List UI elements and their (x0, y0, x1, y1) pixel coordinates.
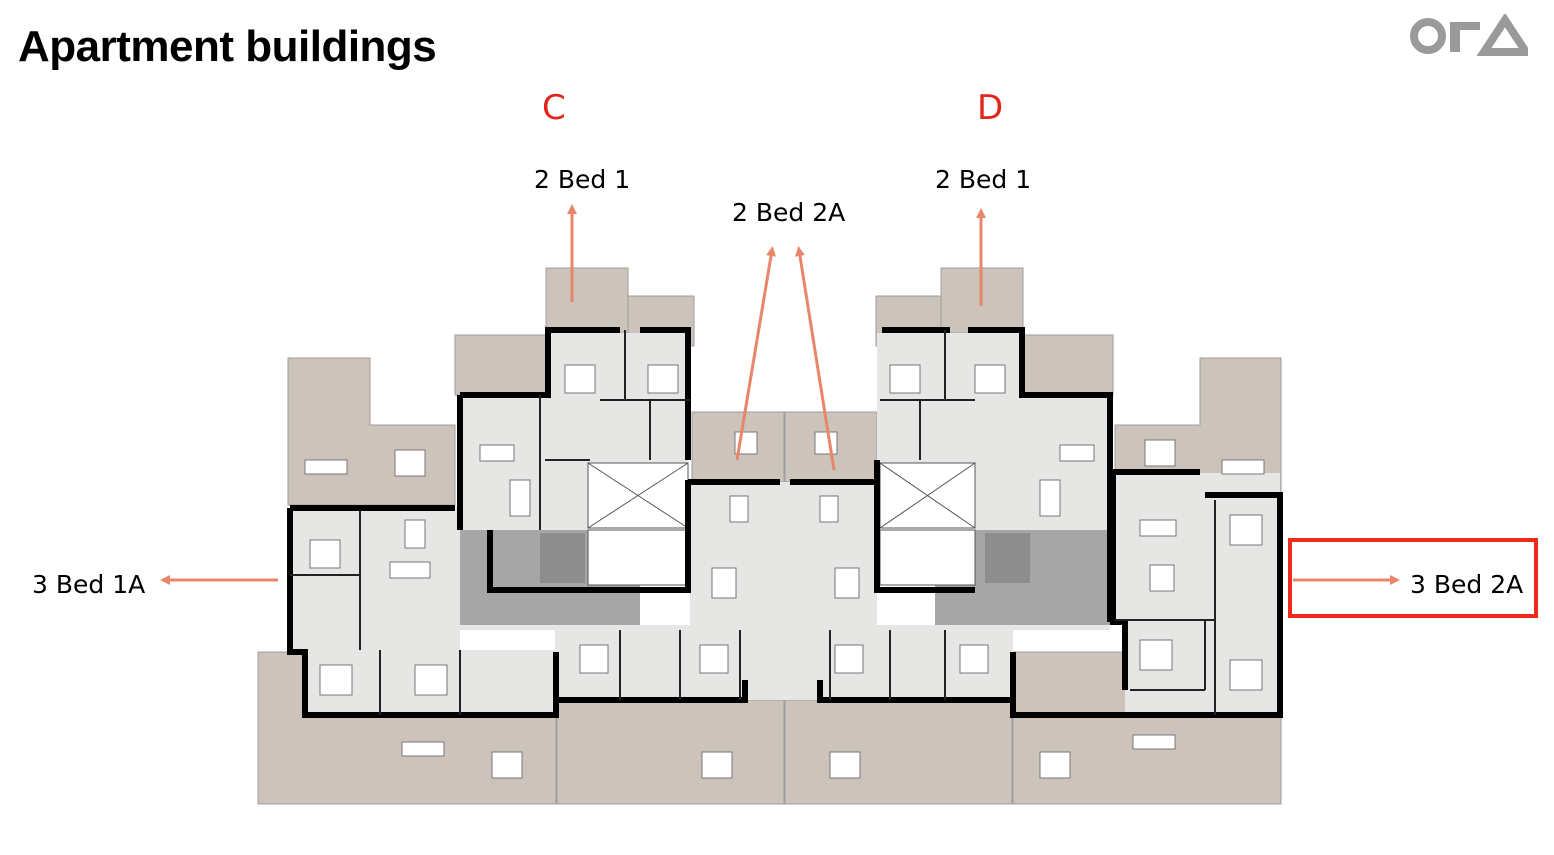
wall-cores (487, 460, 975, 593)
arrow-2bed2a-right (795, 246, 836, 471)
terrace-c-left (454, 334, 548, 396)
highlight-box-3bed2a (1288, 538, 1538, 618)
interior-floors (290, 333, 1280, 715)
wall-3bed2a-inner (1110, 469, 1200, 690)
lift-c (540, 533, 585, 583)
stair-d-bottom (879, 529, 976, 586)
terrace-bottom-3 (784, 699, 1013, 805)
thin-walls (290, 330, 1216, 715)
terrace-c-top (545, 267, 629, 334)
unit-label-3bed2a: 3 Bed 2A (1410, 570, 1524, 599)
stair-c-bottom (587, 529, 689, 586)
wall-d-top (882, 327, 1113, 622)
terrace-bottom-2 (556, 699, 785, 805)
building-label-d: D (977, 88, 1004, 128)
unit-label-c-2bed1: 2 Bed 1 (534, 165, 631, 194)
unit-label-d-2bed1: 2 Bed 1 (935, 165, 1032, 194)
wall-3bed2a (1010, 492, 1283, 718)
floor-c-2bed1 (548, 333, 688, 463)
wall-c-top (460, 327, 691, 460)
walls (287, 327, 1283, 718)
wall-3bed1a (287, 505, 559, 718)
furniture (304, 364, 1265, 779)
building-label-c: C (542, 88, 566, 128)
terrace-d-right (1022, 334, 1114, 396)
lift-d (985, 533, 1030, 583)
arrow-2bed2a-left (735, 246, 776, 461)
company-logo (1410, 14, 1528, 56)
terrace-left (287, 357, 456, 506)
unit-label-2bed2a: 2 Bed 2A (732, 198, 846, 227)
floor-3bed1a (290, 506, 460, 651)
unit-label-3bed1a: 3 Bed 1A (32, 570, 146, 599)
arrows (160, 204, 1400, 585)
page-title: Apartment buildings (18, 22, 437, 71)
